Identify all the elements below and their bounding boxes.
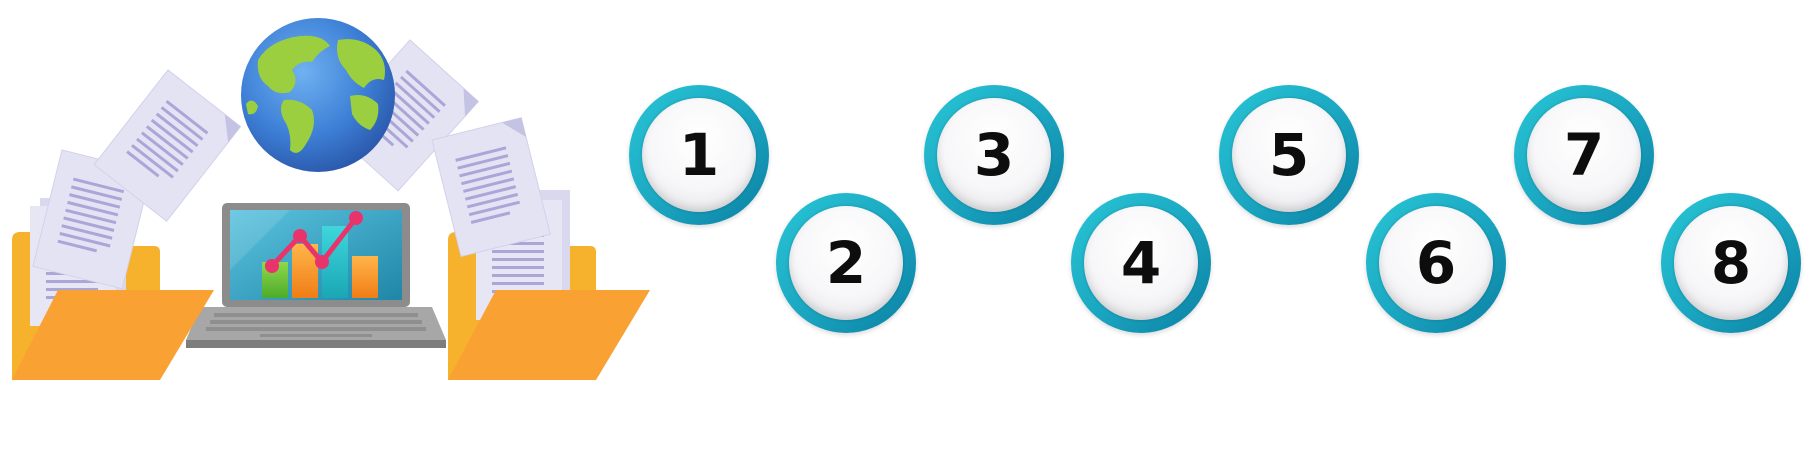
step-circle-inner: 5 (1232, 98, 1346, 212)
step-number: 8 (1710, 229, 1752, 297)
step-circle-inner: 8 (1674, 206, 1788, 320)
document-icon (93, 69, 242, 222)
step-circle-inner: 6 (1379, 206, 1493, 320)
step-circle-inner: 3 (937, 98, 1051, 212)
step-circle-1: 1 (629, 85, 769, 225)
step-circle-inner: 7 (1527, 98, 1641, 212)
left-folder-front (12, 290, 214, 380)
step-number: 4 (1120, 229, 1162, 297)
step-circle-3: 3 (924, 85, 1064, 225)
step-number: 7 (1563, 121, 1605, 189)
step-number: 5 (1268, 121, 1310, 189)
document-icon (431, 117, 551, 258)
globe-icon (241, 18, 395, 172)
step-number: 1 (678, 121, 720, 189)
chart-icon (262, 211, 378, 298)
step-circle-5: 5 (1219, 85, 1359, 225)
step-number: 6 (1415, 229, 1457, 297)
step-circle-2: 2 (776, 193, 916, 333)
step-circle-8: 8 (1661, 193, 1801, 333)
step-circle-inner: 4 (1084, 206, 1198, 320)
right-folder-front (448, 290, 650, 380)
step-number: 3 (973, 121, 1015, 189)
step-circle-6: 6 (1366, 193, 1506, 333)
step-number: 2 (825, 229, 867, 297)
step-circle-4: 4 (1071, 193, 1211, 333)
step-circle-7: 7 (1514, 85, 1654, 225)
step-circle-inner: 1 (642, 98, 756, 212)
laptop-icon (186, 203, 446, 348)
step-circle-inner: 2 (789, 206, 903, 320)
